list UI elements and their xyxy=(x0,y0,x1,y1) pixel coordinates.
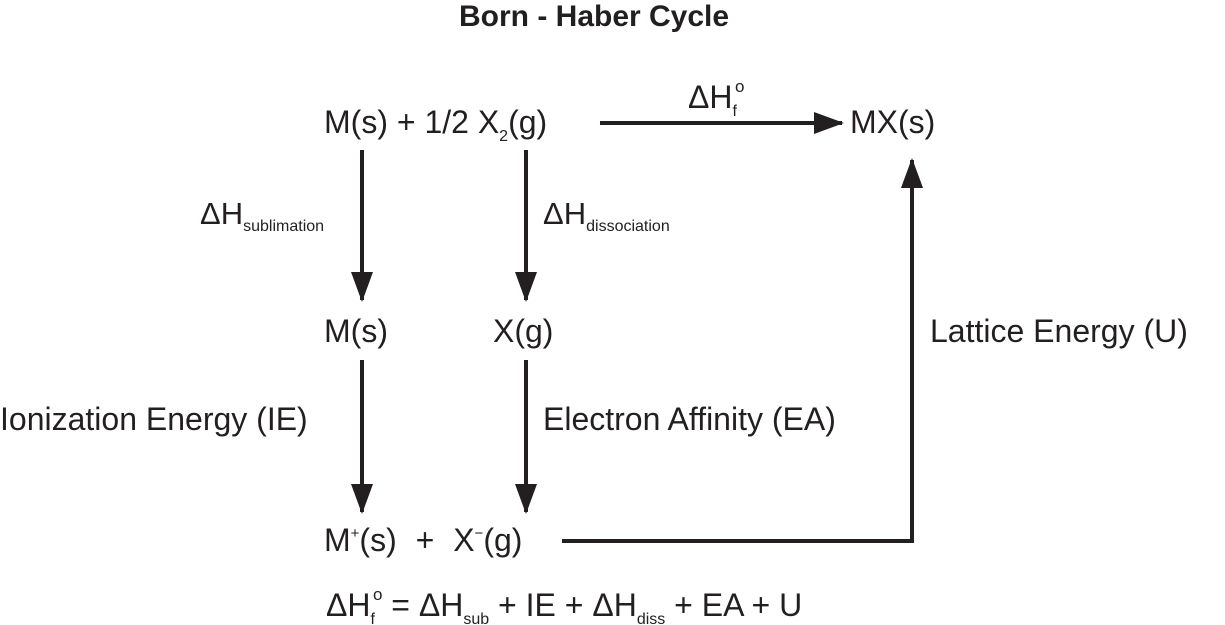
reactants-row: M(s) + 1/2 X2(g) xyxy=(324,106,547,145)
product-label: MX(s) xyxy=(850,104,936,140)
halogen-atom-gas: X(g) xyxy=(493,313,554,349)
diagram-title: Born - Haber Cycle xyxy=(459,0,730,33)
cation-label: M+(s) xyxy=(324,522,397,558)
halogen-molecule: X2(g) xyxy=(477,104,548,145)
hess-law-equation: ΔHfo = ΔHsub + IE + ΔHdiss + EA + U xyxy=(326,585,803,625)
ions-plus-sign: + xyxy=(415,522,435,558)
sublimation-label: ΔHsublimation xyxy=(200,196,325,235)
formation-enthalpy-label: ΔHfo xyxy=(688,77,745,120)
metal-solid-intermediate: M(s) xyxy=(324,313,388,349)
plus-sign: + xyxy=(396,104,416,140)
electron-affinity-label: Electron Affinity (EA) xyxy=(543,401,836,437)
lattice-energy-arrow xyxy=(562,158,923,543)
anion-label: X−(g) xyxy=(453,522,523,558)
half-coefficient: 1/2 xyxy=(424,104,469,140)
metal-solid-label: M(s) xyxy=(324,104,388,140)
ions-row: M+(s) + X−(g) xyxy=(324,524,522,556)
halogen-subscript: 2 xyxy=(499,128,509,145)
lattice-energy-label: Lattice Energy (U) xyxy=(930,313,1188,349)
ionization-energy-label: Ionization Energy (IE) xyxy=(0,401,308,437)
dissociation-label: ΔHdissociation xyxy=(543,196,670,235)
